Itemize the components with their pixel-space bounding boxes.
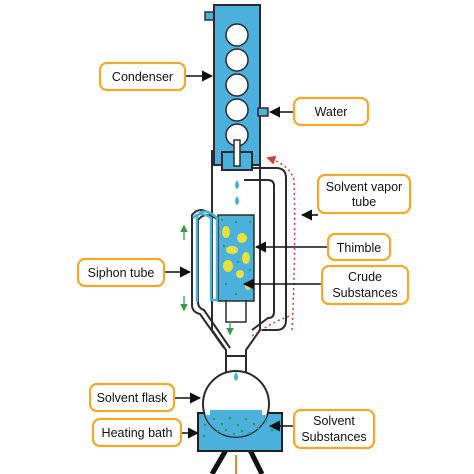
svg-text:Crude: Crude [348, 270, 382, 284]
label-solvent-flask: Solvent flask [88, 382, 176, 413]
label-solvent-substances: Solvent Substances [292, 408, 376, 450]
svg-text:Heating bath: Heating bath [102, 426, 173, 440]
label-water: Water [292, 96, 370, 127]
label-solvent-vapor-tube: Solvent vapor tube [316, 173, 412, 215]
vapor-tube [244, 167, 287, 331]
label-condenser: Condenser [98, 61, 187, 92]
vapor-flow-arrows [251, 155, 296, 337]
label-siphon-tube: Siphon tube [76, 257, 166, 288]
siphon-flow-arrows [180, 224, 234, 336]
svg-text:Substances: Substances [332, 286, 397, 300]
solvent-flask [202, 355, 274, 438]
svg-text:Water: Water [315, 105, 348, 119]
label-thimble: Thimble [326, 232, 392, 262]
svg-text:Solvent flask: Solvent flask [97, 391, 169, 405]
label-heating-bath: Heating bath [91, 417, 183, 448]
drop-icon [234, 372, 238, 381]
drop-icon [235, 196, 239, 205]
svg-text:Condenser: Condenser [112, 70, 173, 84]
svg-text:Siphon tube: Siphon tube [88, 266, 155, 280]
svg-text:tube: tube [352, 195, 376, 209]
tripod-stand [209, 448, 265, 474]
label-crude-substances: Crude Substances [320, 264, 410, 306]
svg-text:Thimble: Thimble [337, 241, 382, 255]
thimble [217, 214, 255, 323]
svg-text:Solvent: Solvent [313, 414, 355, 428]
drop-icon [235, 180, 239, 189]
condenser [204, 4, 269, 171]
svg-text:Solvent vapor: Solvent vapor [326, 180, 402, 194]
siphon-tube [191, 209, 231, 349]
svg-text:Substances: Substances [301, 430, 366, 444]
falling-drops [235, 180, 239, 205]
